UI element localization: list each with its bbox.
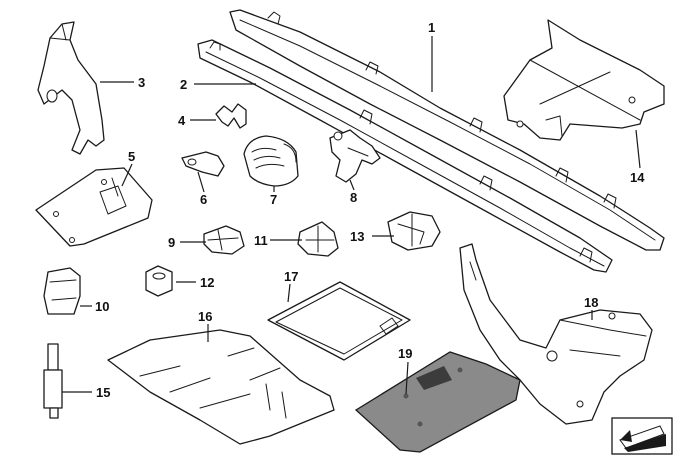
part-11-clip[interactable] <box>297 221 339 257</box>
callout-14: 14 <box>630 170 645 185</box>
part-1-rail[interactable] <box>229 9 665 251</box>
callout-7: 7 <box>270 192 277 207</box>
part-19-mat[interactable] <box>354 351 521 453</box>
part-4-clip[interactable] <box>215 103 247 129</box>
callout-labels: 1 2 3 4 5 6 7 8 9 10 11 12 13 14 15 16 1… <box>95 20 645 400</box>
part-8-cable-clip[interactable] <box>329 129 381 183</box>
callout-9: 9 <box>168 235 175 250</box>
part-14-support-bracket[interactable] <box>503 19 665 141</box>
part-9-clip[interactable] <box>203 225 245 255</box>
callout-13: 13 <box>350 229 364 244</box>
callout-1: 1 <box>428 20 435 35</box>
arrow-box-icon <box>611 417 673 455</box>
part-7-grommet[interactable] <box>243 135 299 187</box>
part-5-holder[interactable] <box>35 167 153 247</box>
callout-15: 15 <box>96 385 110 400</box>
callout-10: 10 <box>95 299 109 314</box>
callout-19: 19 <box>398 346 412 361</box>
callout-18: 18 <box>584 295 598 310</box>
leader-lines <box>62 36 641 395</box>
callout-2: 2 <box>180 77 187 92</box>
part-17-sheet[interactable] <box>267 281 411 361</box>
callout-8: 8 <box>350 190 357 205</box>
part-16-carrier[interactable] <box>107 329 335 445</box>
callout-16: 16 <box>198 309 212 324</box>
callout-11: 11 <box>254 233 268 248</box>
part-3-bracket[interactable] <box>37 21 105 155</box>
part-15-stud[interactable] <box>43 343 63 419</box>
callout-12: 12 <box>200 275 214 290</box>
part-13-clip[interactable] <box>387 211 441 251</box>
part-2-rail[interactable] <box>197 39 613 273</box>
callout-4: 4 <box>178 113 186 128</box>
callout-5: 5 <box>128 149 135 164</box>
callout-17: 17 <box>284 269 298 284</box>
part-10-clip[interactable] <box>43 267 81 315</box>
part-12-nut[interactable] <box>145 265 173 297</box>
part-18-housing[interactable] <box>459 243 653 425</box>
callout-6: 6 <box>200 192 207 207</box>
callout-3: 3 <box>138 75 145 90</box>
part-6-lug[interactable] <box>181 151 225 177</box>
